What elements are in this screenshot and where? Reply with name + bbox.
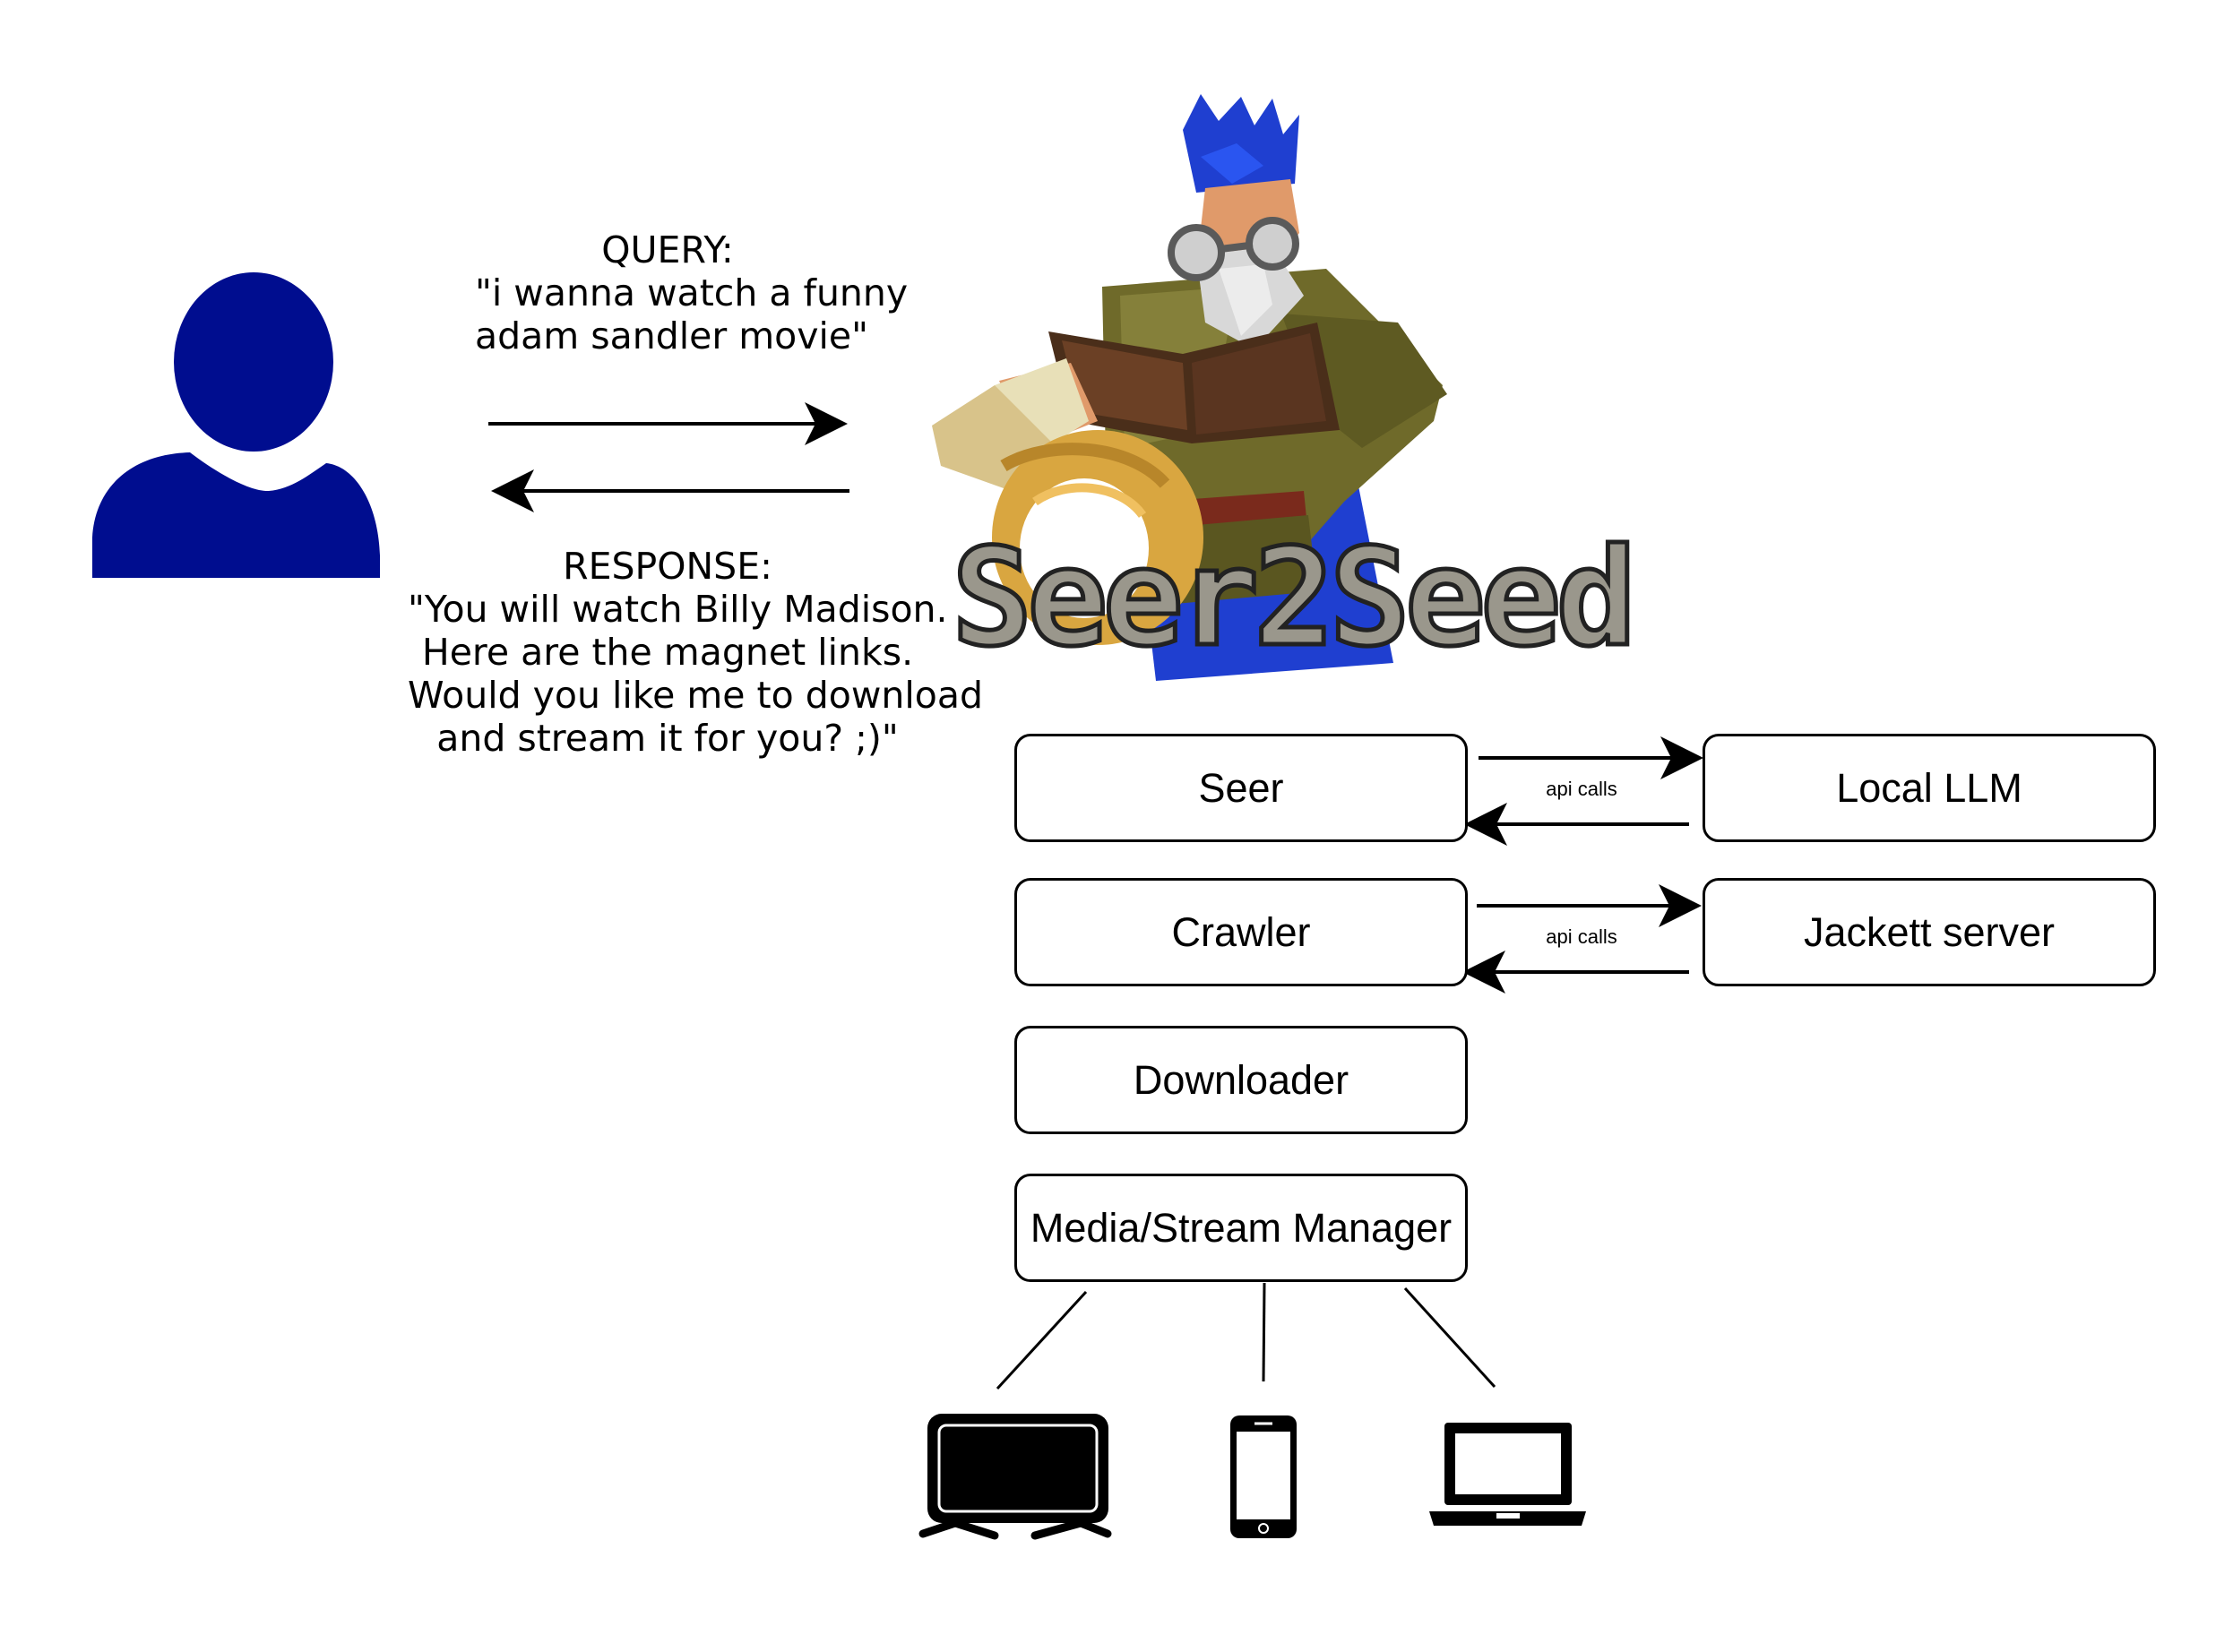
downloader-box: Downloader [1014,1026,1468,1134]
response-text: RESPONSE: "You will watch Billy Madison.… [408,545,983,760]
query-label: QUERY: [601,228,734,271]
response-label: RESPONSE: [563,545,772,588]
media-stream-manager-box: Media/Stream Manager [1014,1174,1468,1282]
response-line-4: and stream it for you? ;)" [436,717,899,760]
connector-tv [996,1290,1088,1390]
local-llm-box: Local LLM [1703,734,2156,842]
seer-llm-label: api calls [1546,778,1617,800]
crawler-jackett-label: api calls [1546,925,1617,948]
wizard-icon [932,94,1447,681]
seer2seed-logo: Seer2Seed [950,521,1640,676]
phone-icon [1230,1415,1297,1538]
tv-icon [918,1414,1112,1540]
response-line-1: "You will watch Billy Madison. [408,588,948,631]
laptop-icon [1429,1423,1586,1526]
connector-laptop [1403,1286,1496,1389]
user-icon [92,272,380,578]
query-text: QUERY: "i wanna watch a funny adam sandl… [475,228,909,357]
seer-box: Seer [1014,734,1468,842]
connector-phone [1262,1282,1266,1382]
response-line-2: Here are the magnet links. [421,631,914,674]
query-line-1: "i wanna watch a funny [475,271,909,314]
jackett-server-box: Jackett server [1703,878,2156,986]
crawler-box: Crawler [1014,878,1468,986]
query-line-2: adam sandler movie" [475,314,869,357]
response-line-3: Would you like me to download [408,674,983,717]
